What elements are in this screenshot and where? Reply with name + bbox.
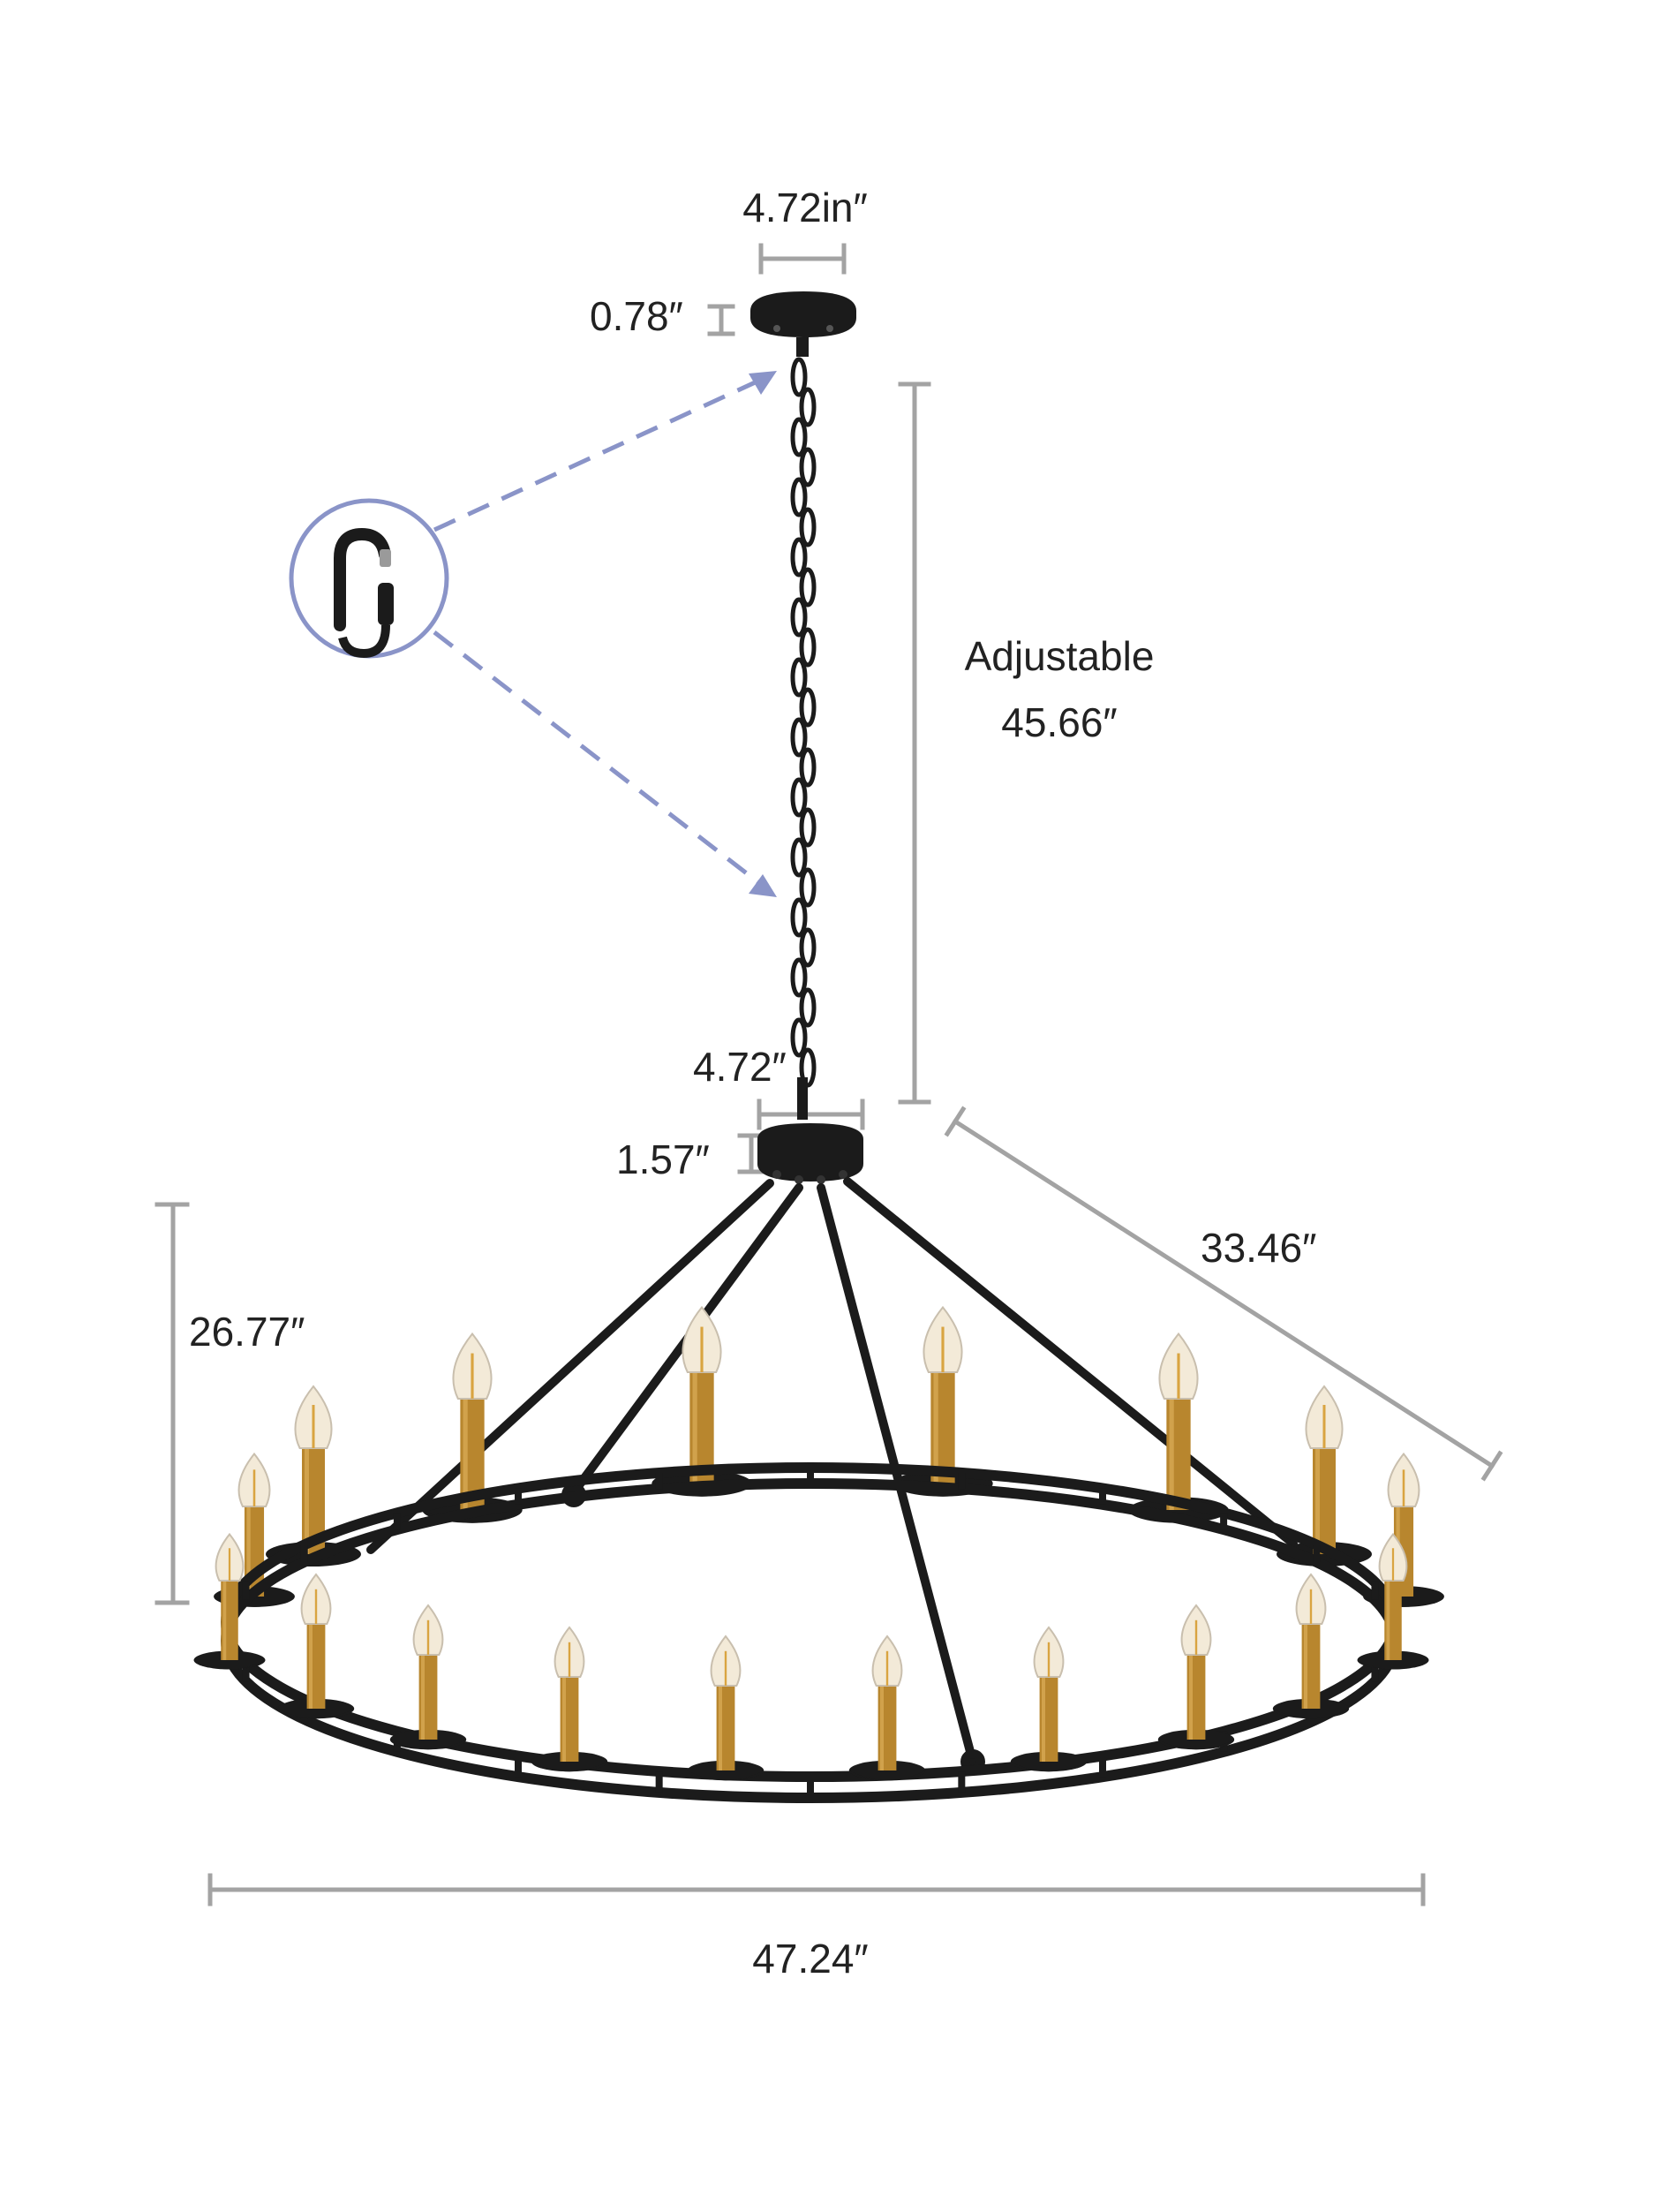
canopy-height-label: 0.78″: [590, 293, 683, 339]
candle-light: [1010, 1626, 1088, 1772]
chain-link: [799, 507, 817, 547]
candles-front-row: [193, 1532, 1429, 1781]
chain-link: [799, 447, 817, 487]
support-arms: [366, 1177, 1298, 1774]
chain-link: [790, 777, 808, 818]
fixture-height-label: 26.77″: [189, 1309, 305, 1355]
chain-link: [790, 537, 808, 578]
chain-link: [799, 867, 817, 908]
chain-link: [799, 987, 817, 1028]
chain-length-caption: Adjustable: [964, 633, 1155, 679]
chain-link: [790, 837, 808, 878]
center-hub: [757, 1123, 863, 1184]
candle-light: [531, 1626, 608, 1772]
candle-light: [193, 1532, 266, 1670]
chain-length-label: 45.66″: [1001, 699, 1118, 745]
chain-link: [790, 597, 808, 638]
ceiling-canopy: [750, 291, 856, 357]
chain-link: [799, 567, 817, 608]
canopy-diameter-dimension: [758, 243, 847, 275]
chain-link: [799, 627, 817, 668]
chain-link: [799, 807, 817, 848]
hub-diameter-dimension: [757, 1098, 865, 1130]
suspension-chain: [790, 357, 817, 1088]
hub-height-label: 1.57″: [616, 1136, 710, 1182]
candle-light: [687, 1634, 764, 1781]
chain-link: [790, 1017, 808, 1058]
canopy-diameter-label: 4.72in″: [742, 185, 868, 230]
canopy-height-dimension: [707, 304, 735, 336]
ring-depth-label: 33.46″: [1201, 1225, 1317, 1271]
fixture-height-dimension: [154, 1202, 190, 1605]
hook-callout-circle: [289, 498, 449, 659]
candle-light: [848, 1634, 926, 1781]
s-hook-icon: [334, 527, 394, 659]
chain-link: [790, 957, 808, 998]
candle-light: [1357, 1532, 1429, 1670]
ring-diameter-dimension: [207, 1873, 1426, 1906]
dimension-lines: [154, 243, 1503, 1906]
chain-link: [790, 717, 808, 758]
chain-bottom-link: [797, 1077, 808, 1120]
hook-callout: [289, 371, 777, 897]
chain-length-dimension: [898, 381, 931, 1105]
chain-link: [799, 747, 817, 788]
candle-light: [1157, 1604, 1235, 1750]
ring-depth-dimension: [944, 1106, 1503, 1482]
ring-diameter-label: 47.24″: [752, 1936, 869, 1982]
chain-link: [799, 687, 817, 728]
chain-link: [790, 477, 808, 517]
chain-link: [799, 387, 817, 427]
candle-light: [389, 1604, 467, 1750]
chain-link: [790, 417, 808, 457]
chandelier-ring: [221, 1462, 1400, 1803]
chain-link: [790, 357, 808, 397]
chain-link: [790, 897, 808, 938]
callout-pointer-up: [433, 371, 777, 532]
candle-light: [277, 1573, 355, 1719]
candle-light: [1272, 1573, 1350, 1719]
chain-link: [799, 927, 817, 968]
candles-back-row: [214, 1305, 1444, 1607]
chain-link: [790, 657, 808, 698]
callout-pointer-down: [433, 630, 777, 897]
hub-diameter-label: 4.72″: [693, 1044, 787, 1090]
